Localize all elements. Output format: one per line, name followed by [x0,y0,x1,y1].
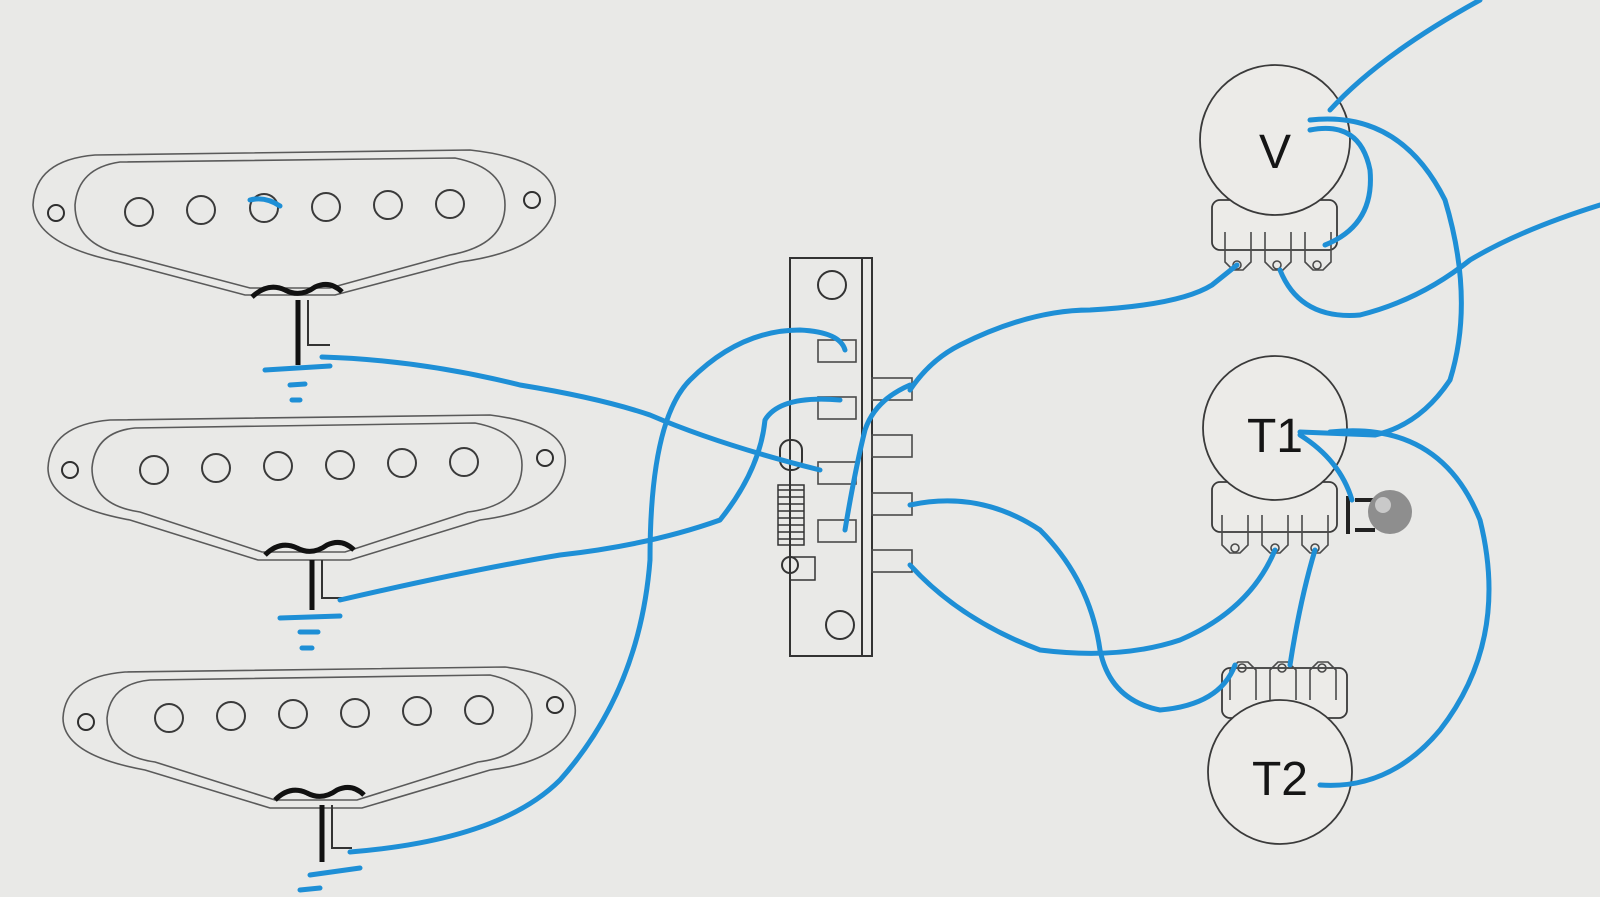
pickup-3 [62,666,577,862]
pole-pieces [154,695,494,733]
capacitor [1346,490,1412,534]
pickup-2 [47,414,567,610]
tone-pot-2: T2 [1207,661,1353,845]
volume-pot: V [1199,64,1351,271]
wire-tone1-cap [1297,432,1355,503]
five-way-switch [777,257,913,657]
wire-switch-to-tone1 [907,498,1238,713]
wire-middle-hot [337,396,843,603]
pole-mark [247,196,283,209]
wire-bridge-ground [297,865,363,893]
tone2-pot-label: T2 [1252,753,1308,806]
wire-bridge-hot [347,327,848,855]
pole-pieces [139,447,479,485]
wire-switch-jumper-1 [842,382,913,533]
wire-volume-output [1327,0,1483,113]
wire-volume-loop-1 [1307,125,1373,248]
wire-tone-lugs [1287,547,1318,668]
wire-neck-ground [262,363,333,403]
wire-ground-out [1277,202,1600,318]
wire-switch-to-tone2 [907,547,1278,656]
pickup-1 [32,149,556,365]
volume-pot-label: V [1259,126,1291,179]
pot-lugs [1224,232,1332,271]
tone1-pot-label: T1 [1247,410,1303,463]
wire-volume-to-tone [1297,116,1464,438]
wire-switch-to-volume [907,262,1240,393]
wire-tone1-to-tone2 [1317,428,1492,788]
wires [247,0,1600,893]
wire-neck-hot [319,354,823,473]
wire-middle-ground [277,613,343,651]
pole-pieces [124,189,465,227]
